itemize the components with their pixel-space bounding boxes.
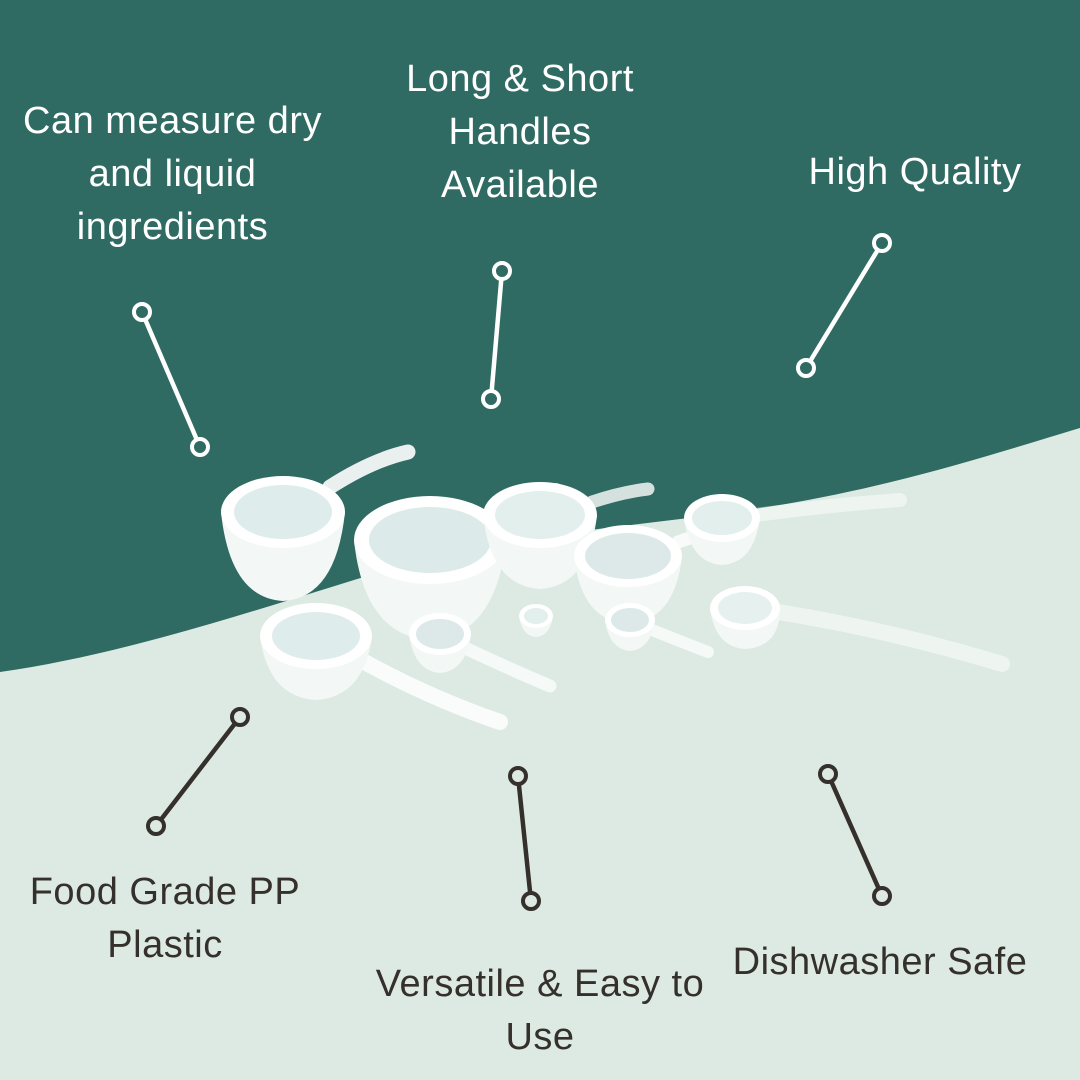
connector-top-left: [132, 302, 210, 457]
measuring-scoops-image: [221, 444, 1010, 730]
connector-endpoint-ring: [521, 891, 541, 911]
scoop-handle: [749, 493, 907, 522]
connector-endpoint-ring: [132, 302, 152, 322]
scoop-handle: [770, 604, 1010, 672]
connector-endpoint-ring: [481, 389, 501, 409]
scoop-small: [684, 494, 760, 565]
callout-line: ingredients: [76, 206, 269, 249]
connector-bottom-left: [146, 707, 250, 836]
connector-bottom-right: [818, 764, 892, 906]
connector-bottom-center: [508, 766, 541, 911]
connector-endpoint-ring: [190, 437, 210, 457]
callout-line: Plastic: [107, 924, 223, 967]
callout-line: Available: [440, 164, 600, 207]
scoop-spoon: [605, 603, 655, 651]
connector-endpoint-ring: [230, 707, 250, 727]
callout-line: Long & Short: [406, 58, 634, 100]
callout-line: Can measure dry: [23, 100, 322, 142]
background-wave: [0, 428, 1080, 1080]
connector-endpoint-ring: [796, 358, 816, 378]
callout-line: and liquid: [88, 153, 257, 196]
scoop-cup: [260, 603, 372, 700]
scoop-spoon: [519, 604, 553, 637]
scoop-handle: [344, 647, 508, 730]
scoop-handle: [458, 641, 557, 693]
callout-dishwasher-safe: Dishwasher Safe: [715, 936, 1045, 989]
scoop-handle: [585, 482, 655, 509]
scoop-spoon: [710, 586, 780, 649]
callout-measure-ingredients: Can measure dry and liquid ingredients: [10, 95, 335, 255]
connector-top-center: [481, 261, 512, 409]
callout-line: Food Grade PP: [29, 871, 301, 913]
callout-line: Use: [505, 1016, 575, 1059]
callout-line: Dishwasher Safe: [732, 941, 1028, 983]
callout-handles: Long & Short Handles Available: [385, 53, 655, 213]
callout-versatile: Versatile & Easy to Use: [360, 958, 720, 1064]
callout-line: Handles: [448, 111, 592, 154]
callout-line: High Quality: [808, 151, 1022, 193]
connector-endpoint-ring: [872, 886, 892, 906]
scoop-cup: [574, 525, 682, 624]
callout-high-quality: High Quality: [780, 146, 1050, 199]
scoop-handle: [322, 444, 416, 495]
scoop-cup: [221, 476, 345, 601]
scoop-handle: [646, 624, 714, 658]
scoop-cup: [354, 496, 506, 640]
connector-endpoint-ring: [146, 816, 166, 836]
callout-line: Versatile & Easy to: [375, 963, 705, 1005]
scoop-spoon: [409, 613, 471, 673]
connector-endpoint-ring: [492, 261, 512, 281]
callout-food-grade: Food Grade PP Plastic: [10, 866, 320, 972]
connector-endpoint-ring: [872, 233, 892, 253]
connector-endpoint-ring: [508, 766, 528, 786]
connector-top-right: [796, 233, 892, 378]
connector-endpoint-ring: [818, 764, 838, 784]
scoop-cup: [483, 482, 597, 589]
